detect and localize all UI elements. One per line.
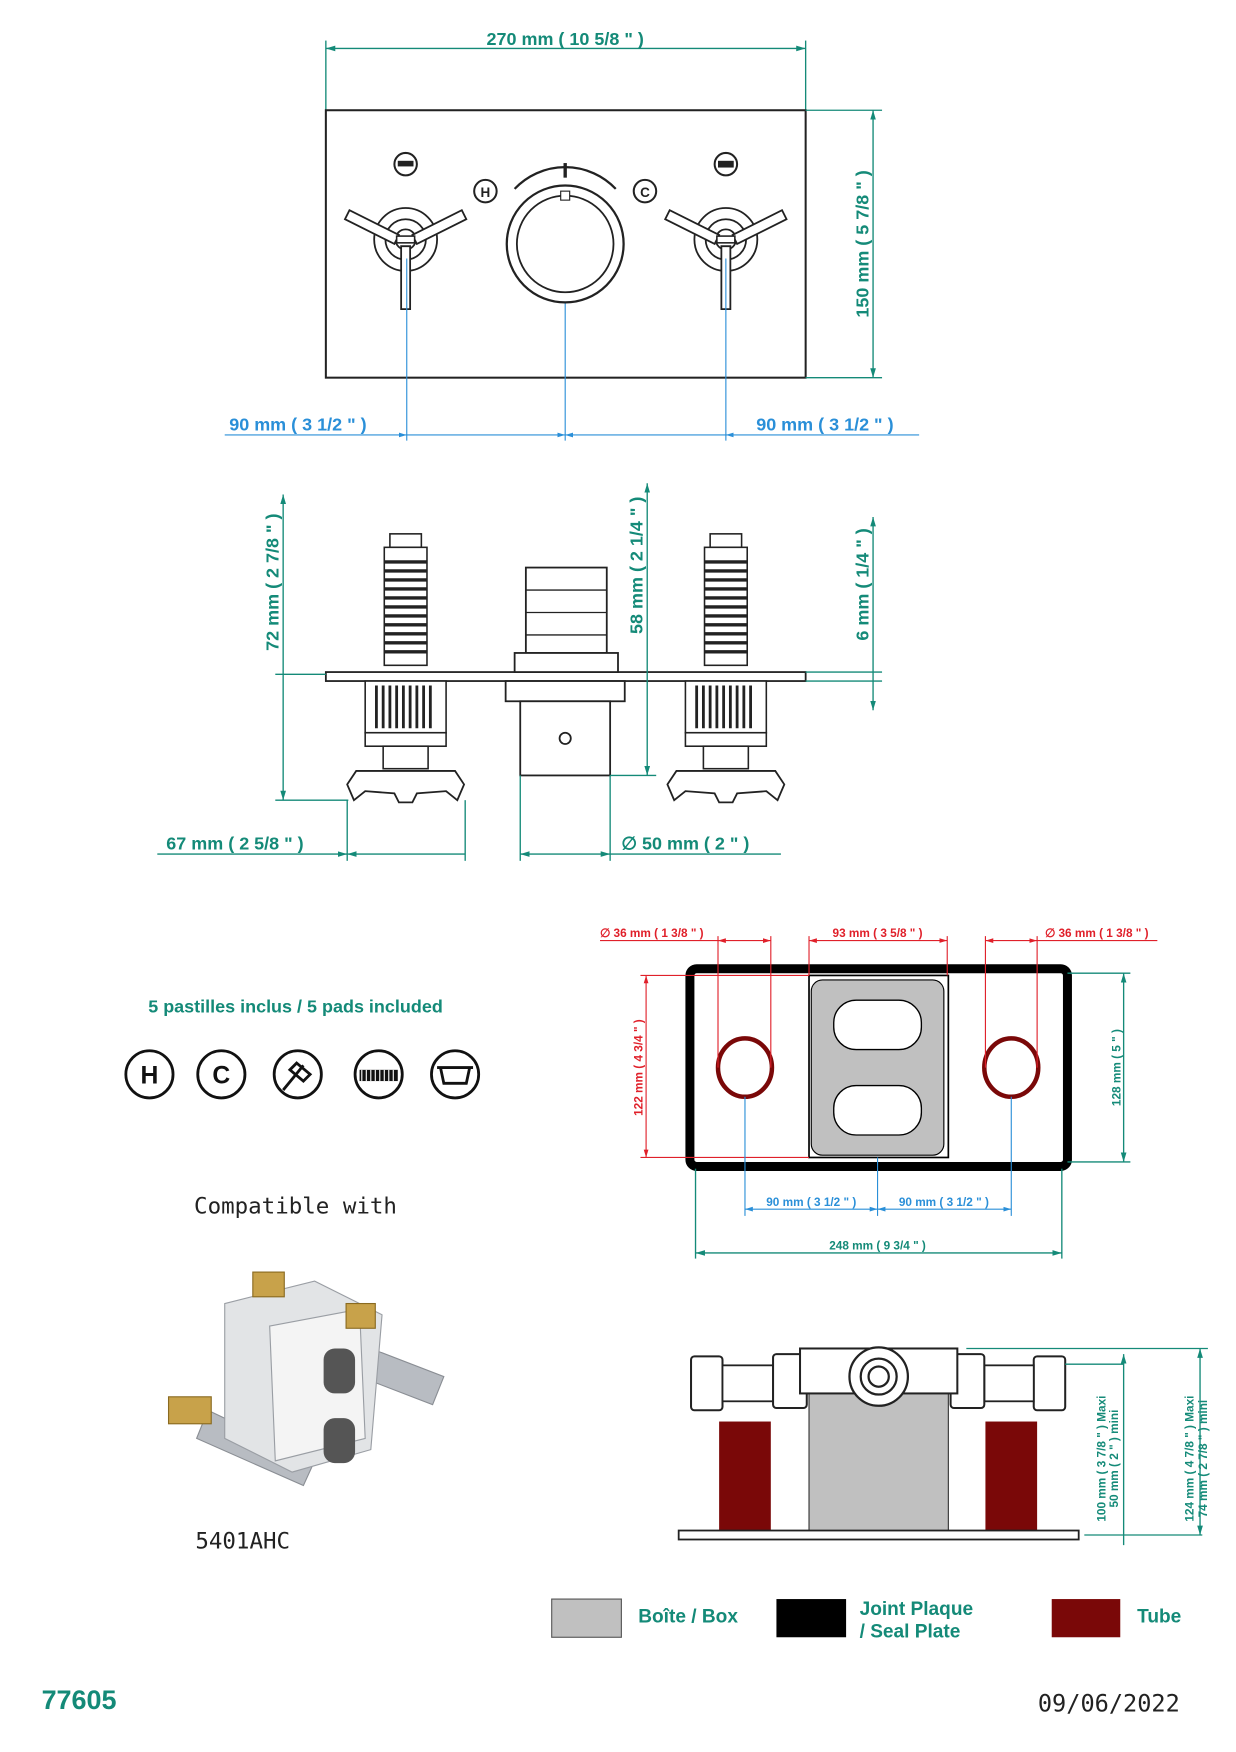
seal-width-label: 248 mm ( 9 3/4 " ) xyxy=(829,1240,926,1253)
depth2-max-label: 124 mm ( 4 7/8 " ) Maxi xyxy=(1183,1396,1196,1522)
wall-line xyxy=(677,1529,1080,1541)
hot-valve-side xyxy=(345,532,466,805)
handle-depth-label: 72 mm ( 2 7/8 " ) xyxy=(263,513,283,650)
svg-text:C: C xyxy=(212,1062,230,1089)
plate-section xyxy=(324,671,807,682)
legend: Boîte / Box Joint Plaque / Seal Plate Tu… xyxy=(551,1598,1181,1642)
right-tube xyxy=(985,1421,1038,1534)
thermostat-knob-icon xyxy=(505,163,625,304)
compatible-label: Compatible with xyxy=(194,1194,397,1220)
valve-body-image xyxy=(167,1271,445,1487)
plan-left-spacing-label: 90 mm ( 3 1/2 " ) xyxy=(766,1196,856,1209)
handle-width-label: 67 mm ( 2 5/8 " ) xyxy=(166,834,303,854)
box-width-label: 93 mm ( 3 5/8 " ) xyxy=(833,927,923,940)
compatible-section: Compatible with 5401AHC xyxy=(167,1194,445,1554)
legend-box-label: Boîte / Box xyxy=(638,1607,738,1628)
hot-mark: H xyxy=(481,185,491,200)
rain-shower-pad-icon xyxy=(353,1049,404,1100)
right-hole-label: ∅ 36 mm ( 1 3/8 " ) xyxy=(1045,927,1149,940)
bath-pad-icon xyxy=(430,1049,481,1100)
legend-seal-swatch xyxy=(776,1599,847,1638)
pads-title: 5 pastilles inclus / 5 pads included xyxy=(148,997,443,1017)
plate-height-label: 150 mm ( 5 7/8 " ) xyxy=(853,170,873,317)
compatible-model: 5401AHC xyxy=(195,1528,290,1554)
left-spacing-label: 90 mm ( 3 1/2 " ) xyxy=(229,414,366,434)
cold-valve-side xyxy=(665,532,786,805)
shower-pad-icon xyxy=(272,1049,323,1100)
depth1-max-label: 100 mm ( 3 7/8 " ) Maxi xyxy=(1096,1396,1109,1522)
tube-hole xyxy=(982,1036,1041,1100)
small-stop-icon xyxy=(393,151,418,177)
right-spacing-label: 90 mm ( 3 1/2 " ) xyxy=(756,414,893,434)
legend-tube-label: Tube xyxy=(1137,1607,1181,1628)
legend-seal-label-1: Joint Plaque xyxy=(860,1599,974,1620)
knob-depth-label: 58 mm ( 2 1/4 " ) xyxy=(627,497,647,634)
depth1-min-label: 50 mm ( 2 " ) mini xyxy=(1108,1410,1121,1508)
product-reference: 77605 xyxy=(42,1685,117,1715)
side-view: 72 mm ( 2 7/8 " ) 58 mm ( 2 1/4 " ) 6 mm… xyxy=(157,483,883,861)
plan-right-spacing-label: 90 mm ( 3 1/2 " ) xyxy=(899,1196,989,1209)
hot-pad-icon: H xyxy=(124,1049,175,1100)
cold-mark: C xyxy=(640,185,650,200)
install-front-view: 100 mm ( 3 7/8 " ) Maxi 50 mm ( 2 " ) mi… xyxy=(677,1346,1210,1546)
tube-hole xyxy=(715,1036,775,1100)
svg-text:H: H xyxy=(141,1062,159,1089)
legend-box-swatch xyxy=(551,1598,622,1638)
thermostat-side xyxy=(504,566,626,777)
plate-thickness-label: 6 mm ( 1/4 " ) xyxy=(853,528,873,640)
box-height-label: 122 mm ( 4 3/4 " ) xyxy=(633,1019,646,1116)
knob-diameter-label: ∅ 50 mm ( 2 " ) xyxy=(621,834,749,854)
pads-section: 5 pastilles inclus / 5 pads included H C xyxy=(124,997,481,1100)
plate-width-label: 270 mm ( 10 5/8 " ) xyxy=(487,29,644,49)
left-tube xyxy=(719,1421,771,1534)
small-stop-icon xyxy=(713,151,739,177)
legend-seal-label-2: / Seal Plate xyxy=(860,1621,961,1642)
top-view: 270 mm ( 10 5/8 " ) 150 mm ( 5 7/8 " ) H… xyxy=(224,29,920,441)
cold-pad-icon: C xyxy=(196,1049,247,1100)
legend-tube-swatch xyxy=(1051,1599,1121,1638)
left-hole-label: ∅ 36 mm ( 1 3/8 " ) xyxy=(600,927,704,940)
seal-height-label: 128 mm ( 5 " ) xyxy=(1110,1029,1123,1106)
document-date: 09/06/2022 xyxy=(1038,1689,1180,1717)
depth2-min-label: 74 mm ( 2 7/8 " ) mini xyxy=(1197,1400,1210,1518)
install-plan: ∅ 36 mm ( 1 3/8 " ) 93 mm ( 3 5/8 " ) ∅ … xyxy=(600,927,1158,1259)
